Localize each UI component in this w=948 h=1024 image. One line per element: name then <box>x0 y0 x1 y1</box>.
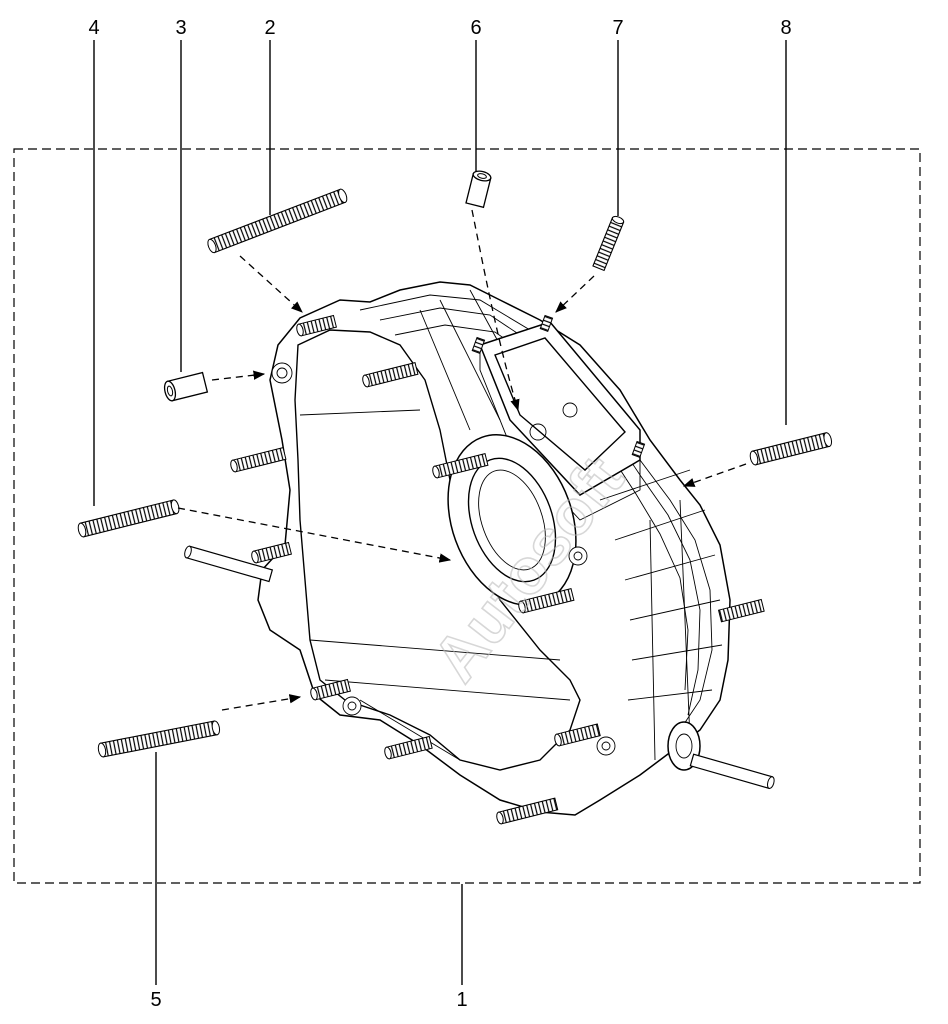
leader-lines <box>93 40 787 985</box>
arrow-part-5 <box>221 694 302 711</box>
part-8-stud <box>749 432 833 466</box>
callout-number-8: 8 <box>780 17 791 39</box>
fitted-studs <box>184 314 775 825</box>
callout-number-1: 1 <box>456 989 467 1011</box>
transmission-housing <box>257 281 731 816</box>
arrow-part-2 <box>239 255 303 313</box>
part-2-stud <box>207 188 348 254</box>
callout-numbers: 4 3 2 6 7 8 5 1 <box>88 17 791 1011</box>
callout-number-6: 6 <box>470 17 481 39</box>
part-4-stud <box>77 499 180 538</box>
arrow-part-8 <box>682 463 747 487</box>
callout-number-3: 3 <box>175 17 186 39</box>
part-3-dowel-sleeve <box>163 371 209 402</box>
part-7-stud <box>592 215 625 272</box>
assembly-arrows <box>177 209 747 711</box>
part-5-stud <box>97 720 221 758</box>
arrow-part-7 <box>555 275 595 313</box>
arrow-part-6 <box>471 209 520 412</box>
part-6-dowel-sleeve <box>465 170 492 209</box>
callout-number-5: 5 <box>150 989 161 1011</box>
callout-number-7: 7 <box>612 17 623 39</box>
assembly-boundary-frame <box>13 148 921 884</box>
callout-number-4: 4 <box>88 17 99 39</box>
callout-number-2: 2 <box>264 17 275 39</box>
arrow-part-4 <box>177 507 452 563</box>
arrow-part-3 <box>211 370 266 381</box>
